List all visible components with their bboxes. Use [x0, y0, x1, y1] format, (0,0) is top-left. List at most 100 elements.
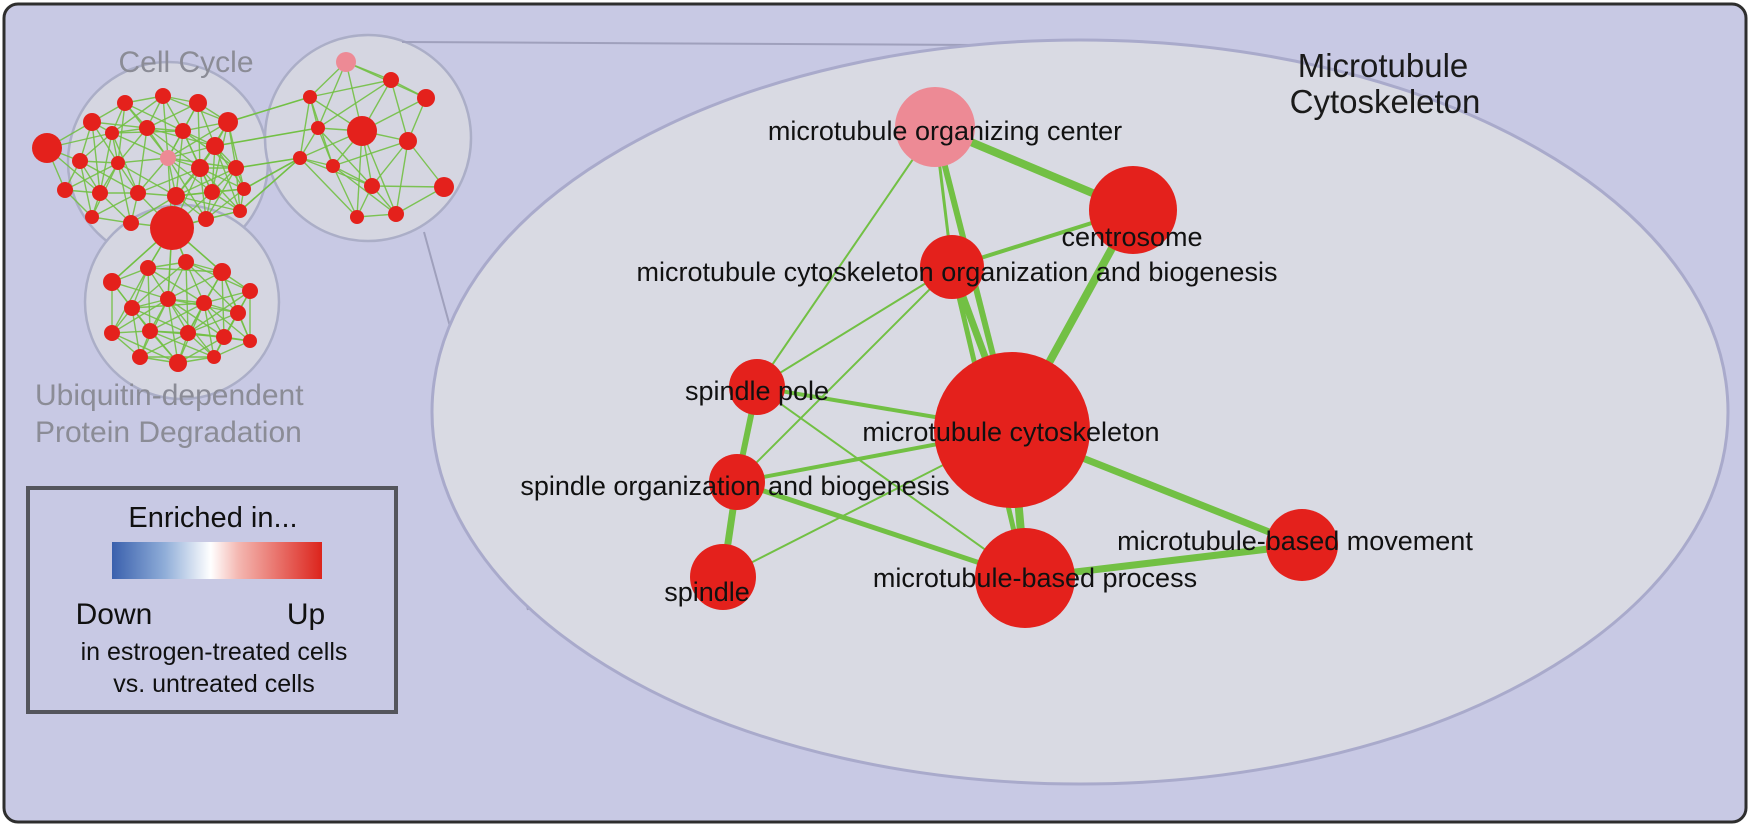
overview-node [117, 95, 133, 111]
overview-node [417, 89, 435, 107]
node-label-microtubule-organizing-center: microtubule organizing center [768, 116, 1122, 146]
overview-edge [124, 102, 184, 132]
overview-node [364, 178, 380, 194]
overview-node [216, 329, 232, 345]
overview-node [399, 132, 417, 150]
overview-edge [64, 162, 119, 191]
overview-inter-cluster-edge [235, 157, 301, 169]
overview-edge [221, 271, 225, 338]
magnifier-line [401, 41, 976, 46]
overview-edge [309, 79, 392, 98]
overview-node [207, 350, 221, 364]
overview-edge [131, 307, 141, 358]
overview-edge [111, 281, 169, 300]
node-microtubule-based-movement [1266, 509, 1338, 581]
overview-edge [111, 332, 179, 364]
overview-edge [197, 102, 201, 169]
ubiquitin-cluster-label-line1: Ubiquitin-dependent [35, 379, 304, 412]
node-label-spindle-pole: spindle pole [685, 376, 829, 406]
node-centrosome [1089, 166, 1177, 254]
overview-node [228, 160, 244, 176]
overview-node [72, 153, 88, 169]
overview-edge [137, 167, 201, 194]
node-label-microtubule-based-process: microtubule-based process [873, 563, 1197, 593]
overview-edge [203, 302, 215, 358]
node-spindle-pole [729, 359, 785, 415]
overview-node [140, 260, 156, 276]
overview-node-layer [32, 52, 454, 372]
overview-node [347, 116, 377, 146]
ubiquitin-cluster-label-line2: Protein Degradation [35, 416, 302, 449]
legend-title: Enriched in... [128, 502, 297, 534]
overview-node [233, 204, 247, 218]
overview-inter-cluster-edge [239, 157, 301, 212]
node-microtubule-cytoskeleton-organization-and-biogenesis [920, 235, 984, 299]
edge-microtubule-cytoskeleton-organization-and-biogenesis--spindle-pole [756, 266, 953, 388]
overview-inter-cluster-edge [214, 127, 319, 147]
overview-edge [147, 267, 205, 304]
overview-edge [167, 157, 207, 220]
legend-up-label: Up [287, 598, 325, 631]
overview-node [206, 137, 224, 155]
overview-node [150, 206, 194, 250]
zoom-node-labels: microtubule organizing center centrosome m… [520, 116, 1473, 607]
overview-node [104, 325, 120, 341]
edge-spindle-organization-and-biogenesis--microtubule-based-process [736, 479, 1026, 581]
node-label-spindle-organization-and-biogenesis: spindle organization and biogenesis [520, 471, 949, 501]
legend-caption-line1: in estrogen-treated cells [81, 638, 348, 666]
overview-edge [332, 140, 409, 167]
overview-edge [167, 271, 223, 300]
overview-edge [79, 160, 93, 218]
overview-edge [317, 61, 347, 129]
overview-node [83, 113, 101, 131]
node-microtubule-based-process [975, 528, 1075, 628]
overview-edge [167, 157, 213, 193]
edge-microtubule-cytoskeleton-organization-and-biogenesis--spindle-organization-and-biogenesis [736, 266, 953, 483]
overview-node [32, 133, 62, 163]
overview-edge [91, 121, 101, 194]
overview-node [160, 150, 176, 166]
overview-inter-cluster-edge [227, 96, 311, 123]
legend-box [26, 486, 398, 714]
overview-node [85, 210, 99, 224]
overview-node [167, 187, 185, 205]
node-label-spindle: spindle [664, 577, 750, 607]
overview-edge [131, 261, 187, 309]
overview-node [57, 182, 73, 198]
overview-edge [146, 102, 199, 129]
overview-node [230, 305, 246, 321]
edge-spindle-pole--microtubule-based-process [756, 386, 1026, 579]
overview-edge [175, 167, 237, 197]
overview-node [175, 123, 191, 139]
overview-node [350, 210, 364, 224]
overview-node [336, 52, 356, 72]
zoom-title-line1: Microtubule [1298, 47, 1469, 84]
overview-node [180, 325, 196, 341]
node-spindle-organization-and-biogenesis [709, 454, 765, 510]
overview-node [293, 151, 307, 165]
overview-node [155, 88, 171, 104]
node-label-centrosome: centrosome [1061, 222, 1202, 252]
overview-edge [227, 121, 245, 190]
overview-node [213, 263, 231, 281]
zoom-title-line2: Cytoskeleton [1290, 83, 1481, 120]
overview-node [198, 211, 214, 227]
legend-down-label: Down [76, 598, 153, 631]
node-label-microtubule-cytoskeleton-organization-and-biogenesis: microtubule cytoskeleton organization an… [637, 257, 1278, 287]
overview-node [242, 283, 258, 299]
overview-edge [371, 185, 445, 188]
overview-node [204, 184, 220, 200]
overview-node [196, 295, 212, 311]
overview-edge [203, 302, 251, 342]
overview-node [92, 185, 108, 201]
overview-node [132, 349, 148, 365]
overview-node [388, 206, 404, 222]
overview-node [237, 182, 251, 196]
overview-edge [131, 307, 189, 334]
node-label-microtubule-cytoskeleton: microtubule cytoskeleton [862, 417, 1159, 447]
overview-node [303, 90, 317, 104]
node-microtubule-organizing-center [895, 87, 975, 167]
overview-edge [317, 127, 373, 187]
overview-edge [187, 312, 239, 334]
